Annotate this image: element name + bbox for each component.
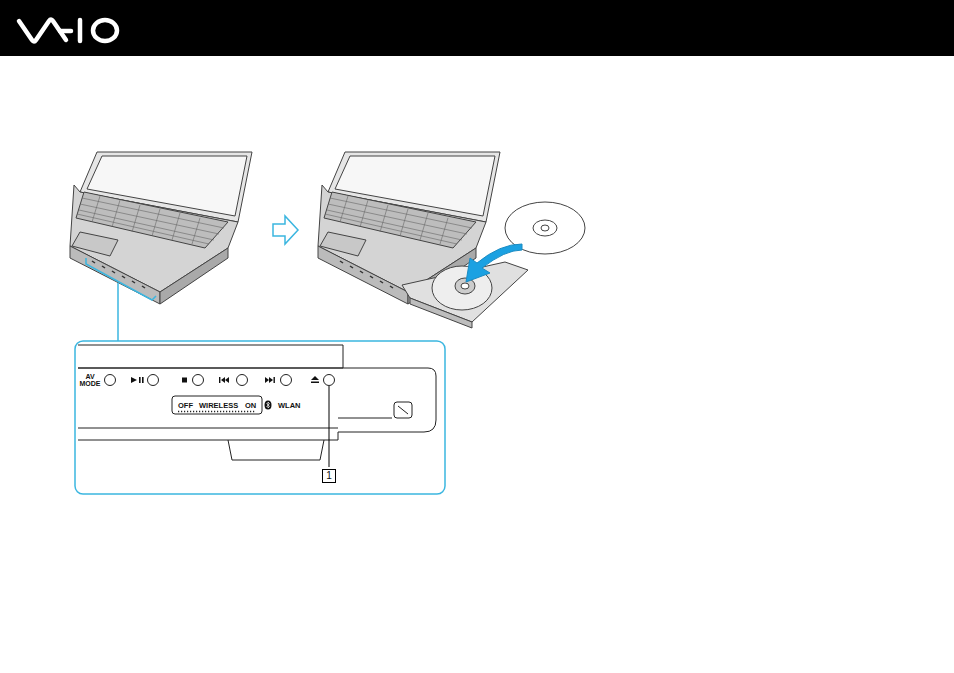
switch-label: WIRELESS: [199, 401, 238, 410]
button-icon: [311, 382, 319, 384]
front-panel: [178, 411, 256, 412]
front-panel: [172, 396, 262, 414]
front-panel: [394, 402, 412, 418]
front-panel: [78, 345, 343, 368]
front-panel: [78, 368, 436, 440]
vaio-logo: [19, 20, 117, 42]
button-icon: [311, 376, 319, 380]
button-icon: [142, 377, 144, 383]
laptop-drawing: [112, 200, 120, 227]
laptop-drawing: [132, 205, 140, 232]
disc-tray: [402, 262, 528, 328]
button-icon: [221, 377, 225, 383]
switch-label: ON: [245, 401, 256, 410]
disc: [541, 225, 549, 231]
button-icon: [131, 376, 319, 383]
front-panel: [338, 418, 392, 419]
disc-tray: [455, 278, 475, 294]
step-arrow: [273, 216, 298, 244]
header-bar: [0, 0, 954, 56]
bluetooth-icon: [265, 401, 272, 410]
laptop-drawing: [102, 266, 105, 268]
leader-line: [117, 283, 119, 341]
panel-button: [237, 375, 248, 386]
bluetooth-icon: [267, 402, 270, 408]
indicator-label: WLAN: [278, 401, 301, 410]
callout-number: 1: [322, 469, 336, 483]
laptop-drawing: [192, 218, 200, 244]
laptop-drawing: [92, 196, 100, 222]
vaio-logo: [93, 20, 117, 41]
laptop-drawing: [70, 185, 238, 292]
button-icon: [219, 377, 220, 383]
insert-arrow: [466, 244, 522, 282]
laptop-drawing: [160, 248, 228, 304]
button-icon: [265, 377, 269, 383]
laptop-drawing: [122, 276, 125, 278]
callout-leader: [329, 386, 330, 467]
laptop-drawing: [112, 271, 115, 273]
button-icon: [131, 377, 137, 383]
button-icon: [225, 377, 229, 383]
front-panel: [78, 345, 436, 460]
laptop-drawing: [142, 286, 145, 288]
front-panel: [398, 406, 408, 414]
button-icon: [269, 377, 273, 383]
bluetooth-icon: [265, 401, 272, 410]
panel-button: [281, 375, 292, 386]
laptop-drawing: [79, 210, 214, 240]
laptop-drawing: [172, 213, 180, 240]
laptop-drawing: [70, 152, 252, 304]
laptop-drawing: [80, 204, 219, 234]
vaio-logo: [60, 29, 71, 34]
laptop-drawing: [92, 261, 95, 263]
front-panel: [228, 440, 324, 460]
panel-button: [324, 375, 335, 386]
panel-button: [105, 375, 335, 386]
front-panel: [78, 428, 338, 429]
laptop-drawing: [70, 246, 160, 304]
laptop-drawing: [152, 209, 160, 236]
highlight-bracket: [86, 258, 156, 300]
button-label: AV MODE: [78, 373, 102, 387]
disc-tray: [402, 262, 528, 322]
button-icon: [139, 377, 141, 383]
button-icon: [274, 377, 275, 383]
detail-frame: [75, 341, 445, 494]
panel-button: [105, 375, 116, 386]
disc-tray: [461, 283, 469, 289]
disc: [533, 220, 557, 236]
panel-button: [148, 375, 159, 386]
laptop-drawing: [132, 281, 135, 283]
vaio-logo: [78, 20, 83, 41]
laptop-drawing: [318, 152, 500, 304]
laptop-drawing: [82, 198, 224, 228]
panel-button: [193, 375, 204, 386]
button-icon: [182, 378, 187, 383]
switch-label: OFF: [178, 401, 193, 410]
